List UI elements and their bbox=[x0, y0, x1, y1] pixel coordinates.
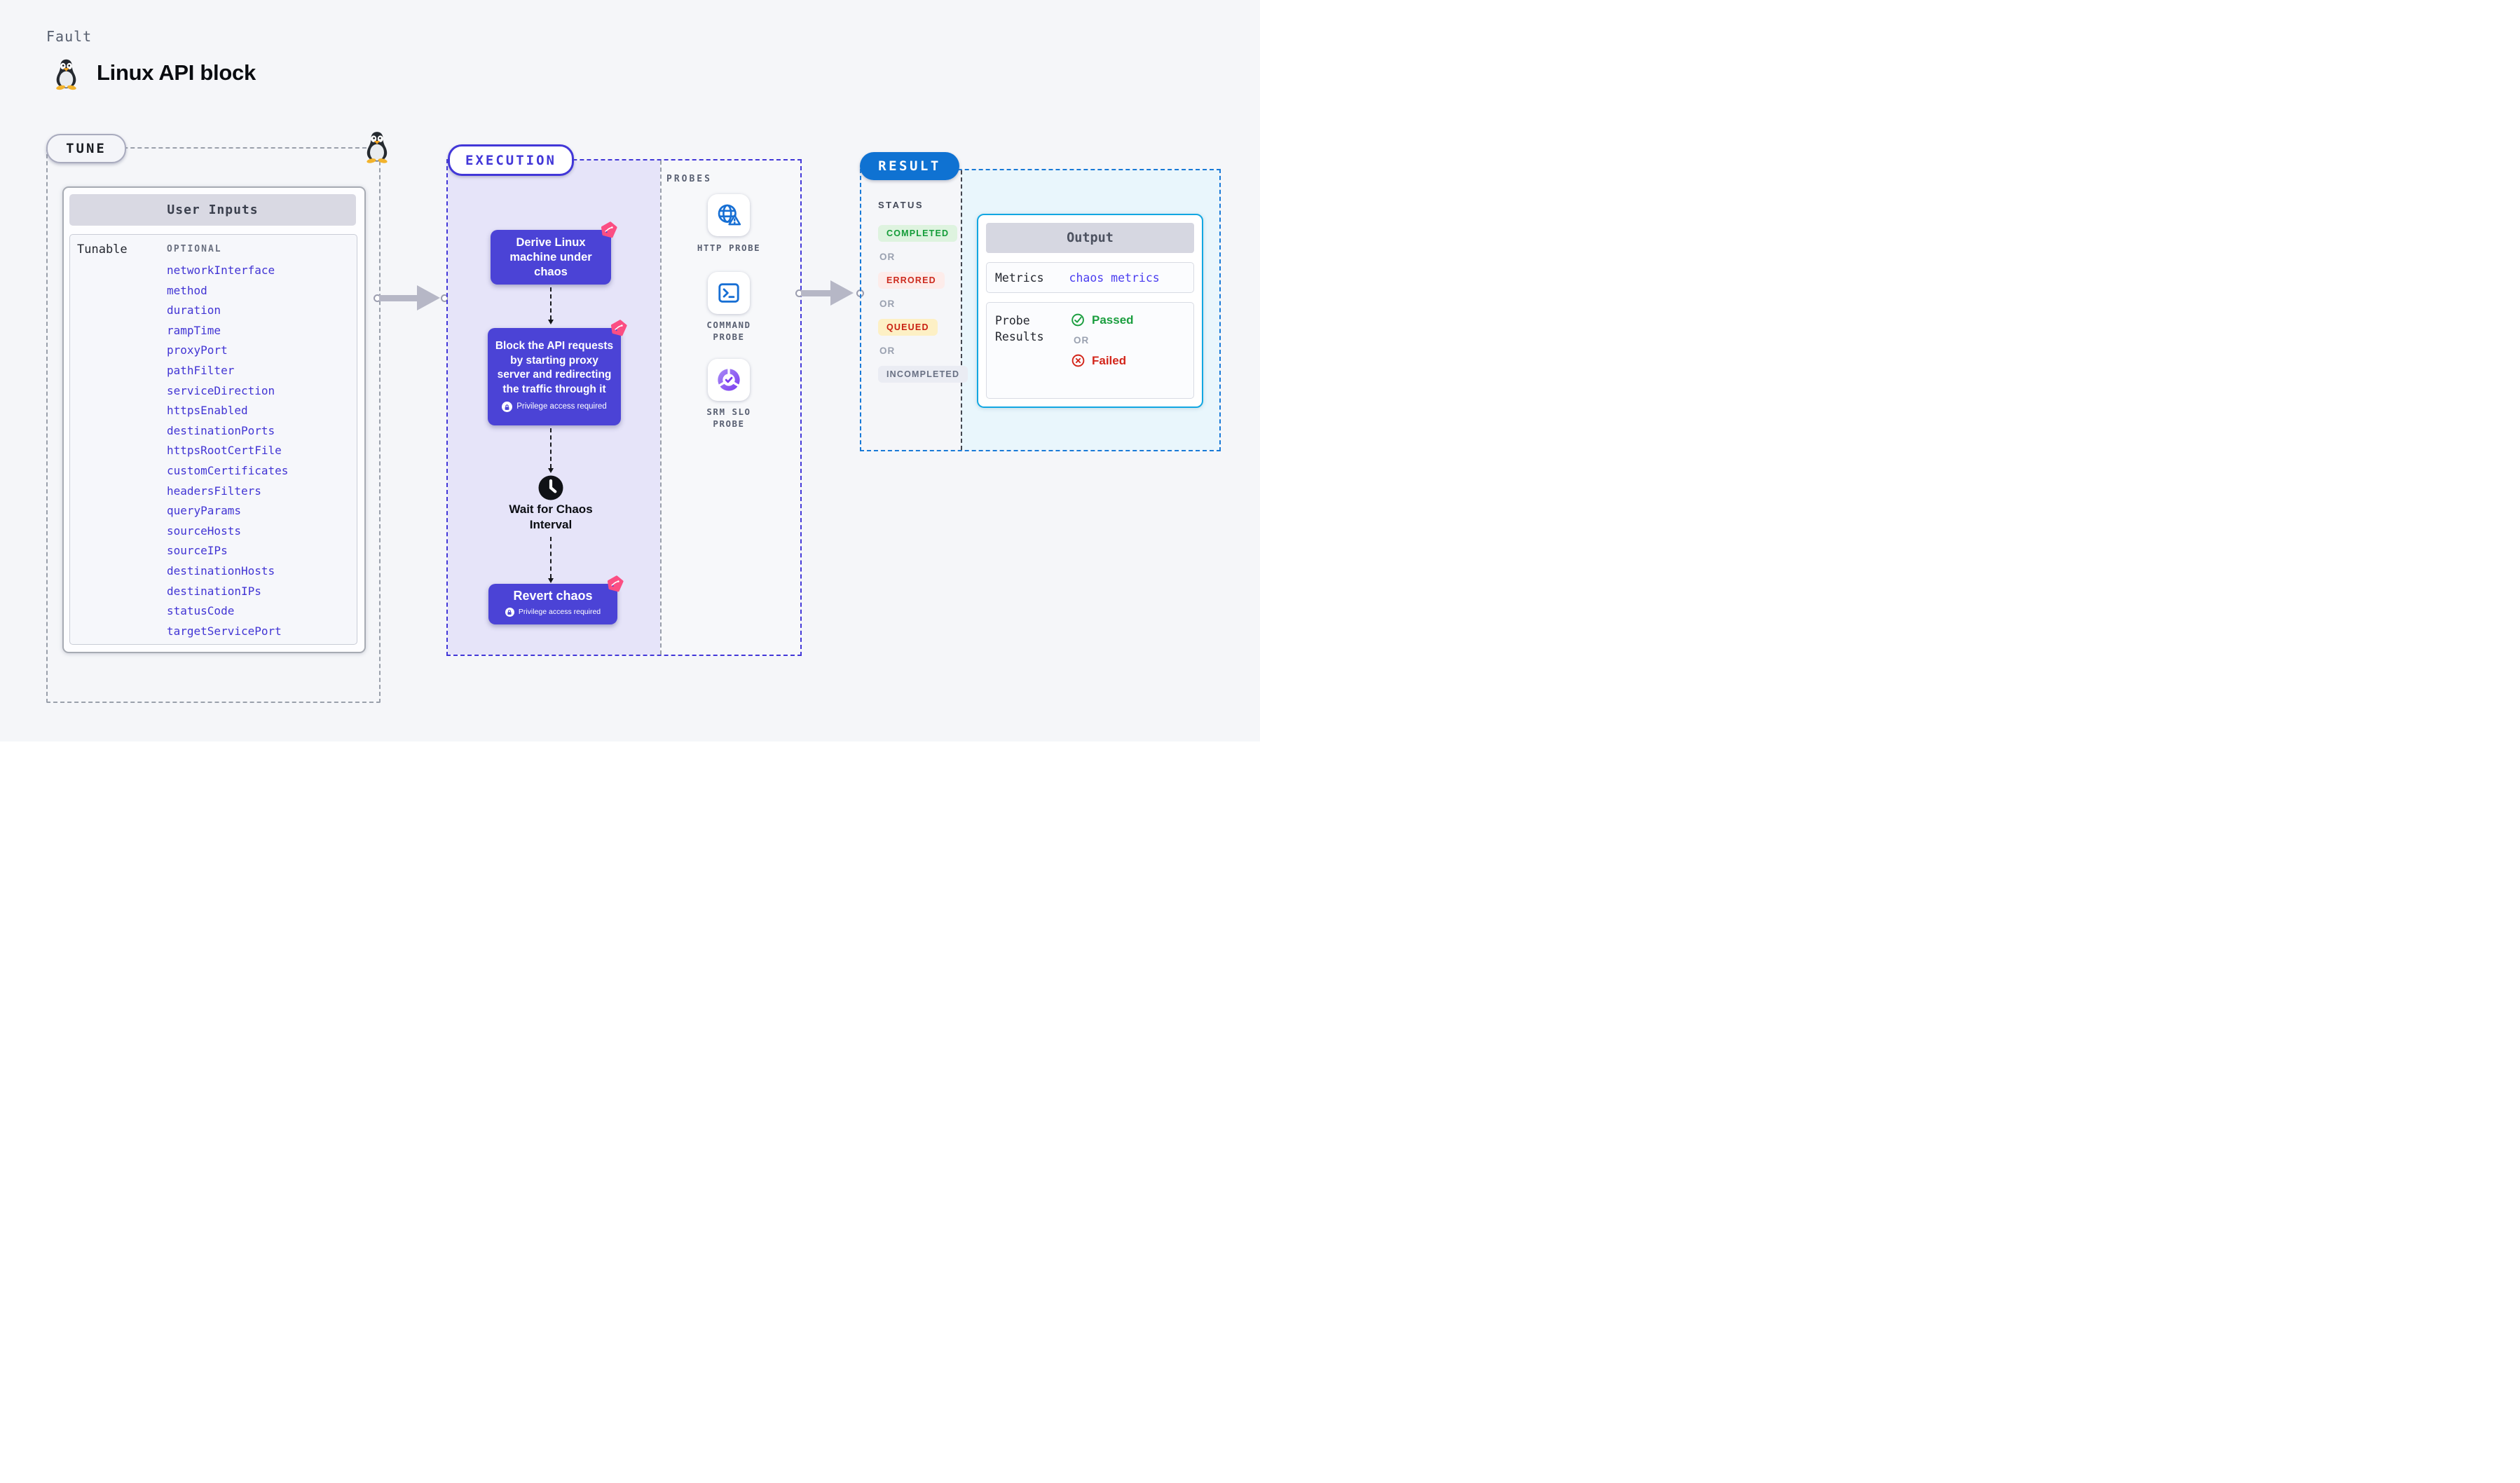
arrow-probes-to-result bbox=[795, 278, 865, 308]
tunable-item[interactable]: destinationPorts bbox=[167, 423, 275, 437]
chaos-pink-icon bbox=[610, 318, 628, 336]
tunable-item[interactable]: sourceHosts bbox=[167, 524, 241, 538]
tunable-item[interactable]: queryParams bbox=[167, 504, 241, 518]
output-title: Output bbox=[986, 223, 1194, 253]
tunable-item[interactable]: destinationIPs bbox=[167, 584, 261, 598]
status-badge-errored: ERRORED bbox=[878, 272, 945, 289]
srm-slo-probe-label: SRM SLO PROBE bbox=[706, 406, 751, 429]
page-canvas: Fault Linux API block TUNE User Inputs T… bbox=[0, 0, 1260, 742]
fault-eyebrow: Fault bbox=[46, 28, 93, 45]
status-badge-incompleted: INCOMPLETED bbox=[878, 366, 968, 383]
tunable-item[interactable]: method bbox=[167, 283, 207, 297]
tunable-item[interactable]: rampTime bbox=[167, 323, 221, 337]
user-inputs-title: User Inputs bbox=[69, 194, 356, 226]
tux-penguin-icon bbox=[55, 59, 77, 90]
status-heading: STATUS bbox=[878, 200, 924, 210]
probe-results-row: Probe Results Passed OR Failed bbox=[986, 302, 1194, 399]
or-separator: OR bbox=[1074, 335, 1090, 346]
chaos-pink-icon bbox=[600, 220, 618, 238]
passed-label: Passed bbox=[1092, 313, 1134, 327]
tunable-row-label: Tunable bbox=[77, 242, 128, 257]
lock-icon bbox=[502, 402, 513, 412]
tunable-item[interactable]: networkInterface bbox=[167, 264, 275, 277]
tunable-item[interactable]: pathFilter bbox=[167, 363, 235, 377]
passed-line: Passed bbox=[1071, 313, 1185, 327]
privilege-badge: Privilege access required bbox=[502, 399, 607, 414]
status-badge-queued: QUEUED bbox=[878, 319, 938, 336]
flow-connector bbox=[550, 537, 552, 578]
tunable-item[interactable]: destinationHosts bbox=[167, 563, 275, 578]
output-card: Output Metrics chaos metrics Probe Resul… bbox=[977, 214, 1203, 408]
srm-slo-probe-card bbox=[708, 359, 750, 401]
or-separator: OR bbox=[879, 252, 896, 262]
probes-panel bbox=[660, 160, 800, 655]
flow-connector bbox=[550, 287, 552, 320]
step-revert-chaos: Revert chaos Privilege access required bbox=[488, 574, 624, 624]
check-circle-icon bbox=[1071, 313, 1084, 327]
wait-chaos-interval-label: Wait for Chaos Interval bbox=[509, 503, 593, 531]
tunable-item[interactable]: duration bbox=[167, 303, 221, 317]
tunable-item[interactable]: proxyPort bbox=[167, 343, 228, 357]
status-list: COMPLETED OR ERRORED OR QUEUED OR INCOMPLETED bbox=[878, 225, 968, 383]
chaos-pink-icon bbox=[606, 574, 624, 592]
step-block-api: Block the API requests by starting proxy… bbox=[488, 318, 628, 425]
slo-pie-icon bbox=[718, 368, 740, 391]
page-title: Linux API block bbox=[97, 60, 256, 85]
tune-section bbox=[46, 147, 381, 703]
tunable-item[interactable]: serviceDirection bbox=[167, 383, 275, 397]
chaos-metrics-link[interactable]: chaos metrics bbox=[1069, 271, 1160, 285]
flow-connector bbox=[550, 428, 552, 468]
terminal-icon bbox=[718, 283, 739, 303]
tunable-item[interactable]: targetServicePort bbox=[167, 624, 282, 638]
failed-line: Failed bbox=[1071, 353, 1185, 368]
step-block-text: Block the API requests by starting proxy… bbox=[495, 340, 614, 395]
globe-alert-icon bbox=[718, 204, 741, 226]
lock-icon bbox=[505, 608, 514, 617]
tunable-item[interactable]: customCertificates bbox=[167, 463, 289, 477]
clock-icon bbox=[538, 475, 563, 500]
metrics-row: Metrics chaos metrics bbox=[986, 262, 1194, 293]
tunable-item[interactable]: sourceIPs bbox=[167, 544, 228, 558]
probe-results-label: Probe Results bbox=[995, 314, 1044, 343]
http-probe-label: HTTP PROBE bbox=[697, 242, 761, 253]
step-derive-text: Derive Linux machine under chaos bbox=[509, 235, 592, 278]
privilege-badge: Privilege access required bbox=[505, 605, 601, 620]
tune-pill: TUNE bbox=[46, 134, 126, 163]
flow-arrowhead bbox=[547, 468, 554, 473]
failed-label: Failed bbox=[1092, 353, 1127, 367]
tunable-item[interactable]: httpsRootCertFile bbox=[167, 444, 282, 458]
step-revert-text: Revert chaos bbox=[513, 589, 593, 603]
optional-tag: OPTIONAL bbox=[167, 244, 222, 254]
flow-arrowhead bbox=[547, 320, 554, 324]
tunable-item[interactable]: headersFilters bbox=[167, 484, 261, 498]
user-inputs-body bbox=[69, 234, 357, 645]
status-badge-completed: COMPLETED bbox=[878, 225, 958, 242]
command-probe-card bbox=[708, 272, 750, 314]
or-separator: OR bbox=[879, 299, 896, 309]
flow-arrowhead bbox=[547, 578, 554, 583]
arrow-tune-to-execution bbox=[374, 283, 451, 313]
tunables-list: networkInterface method duration rampTime pr… bbox=[167, 261, 349, 641]
step-derive-machine: Derive Linux machine under chaos bbox=[491, 220, 618, 285]
tunable-item[interactable]: statusCode bbox=[167, 604, 235, 618]
probes-heading: PROBES bbox=[666, 174, 712, 184]
tunable-item[interactable]: httpsEnabled bbox=[167, 404, 248, 418]
status-column: STATUS COMPLETED OR ERRORED OR QUEUED OR INCOM… bbox=[878, 200, 973, 383]
http-probe-card bbox=[708, 194, 750, 236]
metrics-label: Metrics bbox=[995, 271, 1044, 285]
execution-pill: EXECUTION bbox=[448, 144, 574, 176]
result-pill: RESULT bbox=[860, 152, 959, 180]
tux-penguin-icon-small bbox=[366, 132, 388, 163]
command-probe-label: COMMAND PROBE bbox=[706, 320, 751, 342]
or-separator: OR bbox=[879, 346, 896, 356]
x-circle-icon bbox=[1071, 354, 1085, 367]
